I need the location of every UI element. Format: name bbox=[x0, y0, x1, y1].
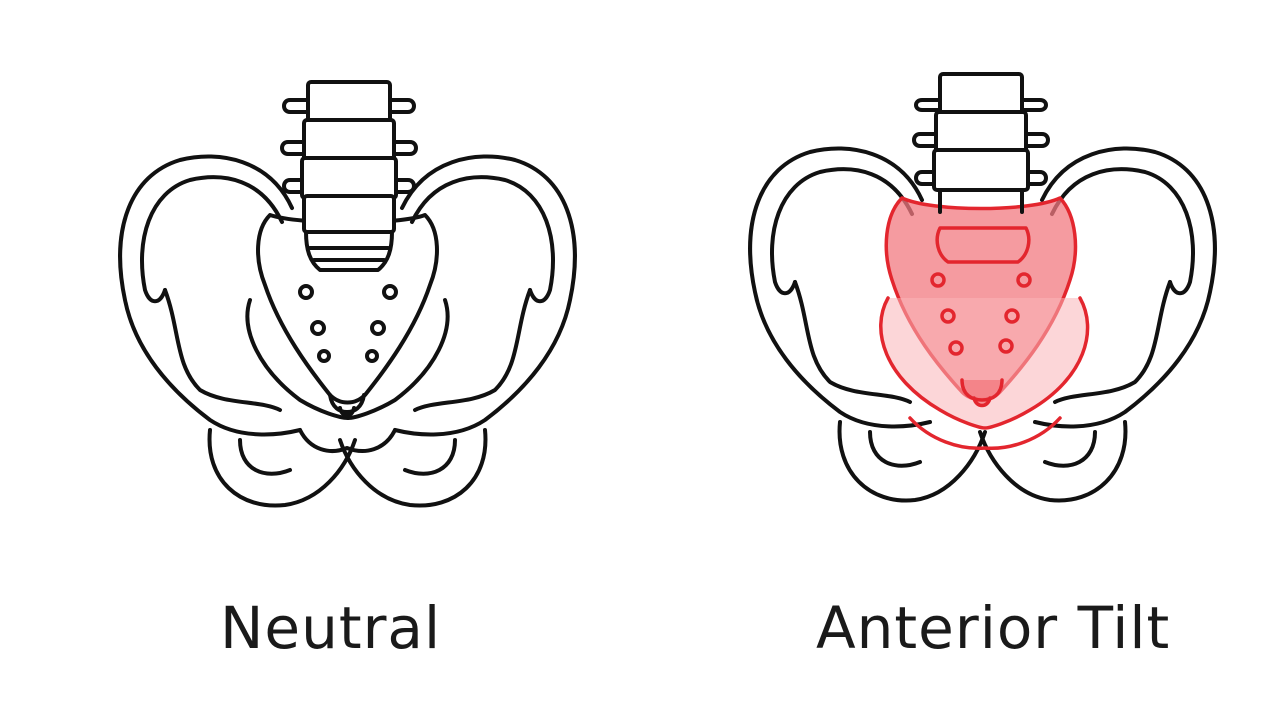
neutral-panel: Neutral bbox=[118, 80, 577, 662]
sacrum bbox=[256, 213, 439, 405]
left-ischium bbox=[837, 420, 987, 503]
lumbar-vertebrae bbox=[280, 80, 418, 272]
right-ischium bbox=[978, 420, 1128, 503]
sacrum-highlight bbox=[879, 196, 1090, 430]
right-ilium-wing bbox=[393, 154, 577, 437]
coccyx bbox=[328, 393, 366, 418]
neutral-caption: Neutral bbox=[220, 594, 442, 662]
right-ischium bbox=[338, 428, 488, 508]
anterior-tilt-panel: Anterior Tilt bbox=[640, 0, 1280, 720]
anterior-tilt-pelvis-illustration bbox=[748, 72, 1217, 503]
left-ischium bbox=[207, 428, 357, 508]
lumbar-vertebrae bbox=[912, 72, 1050, 214]
left-ilium-wing bbox=[748, 146, 932, 429]
left-ilium-wing bbox=[118, 154, 302, 437]
neutral-pelvis-illustration bbox=[118, 80, 577, 508]
anterior-tilt-caption: Anterior Tilt bbox=[816, 594, 1171, 662]
right-ilium-wing bbox=[1033, 146, 1217, 429]
